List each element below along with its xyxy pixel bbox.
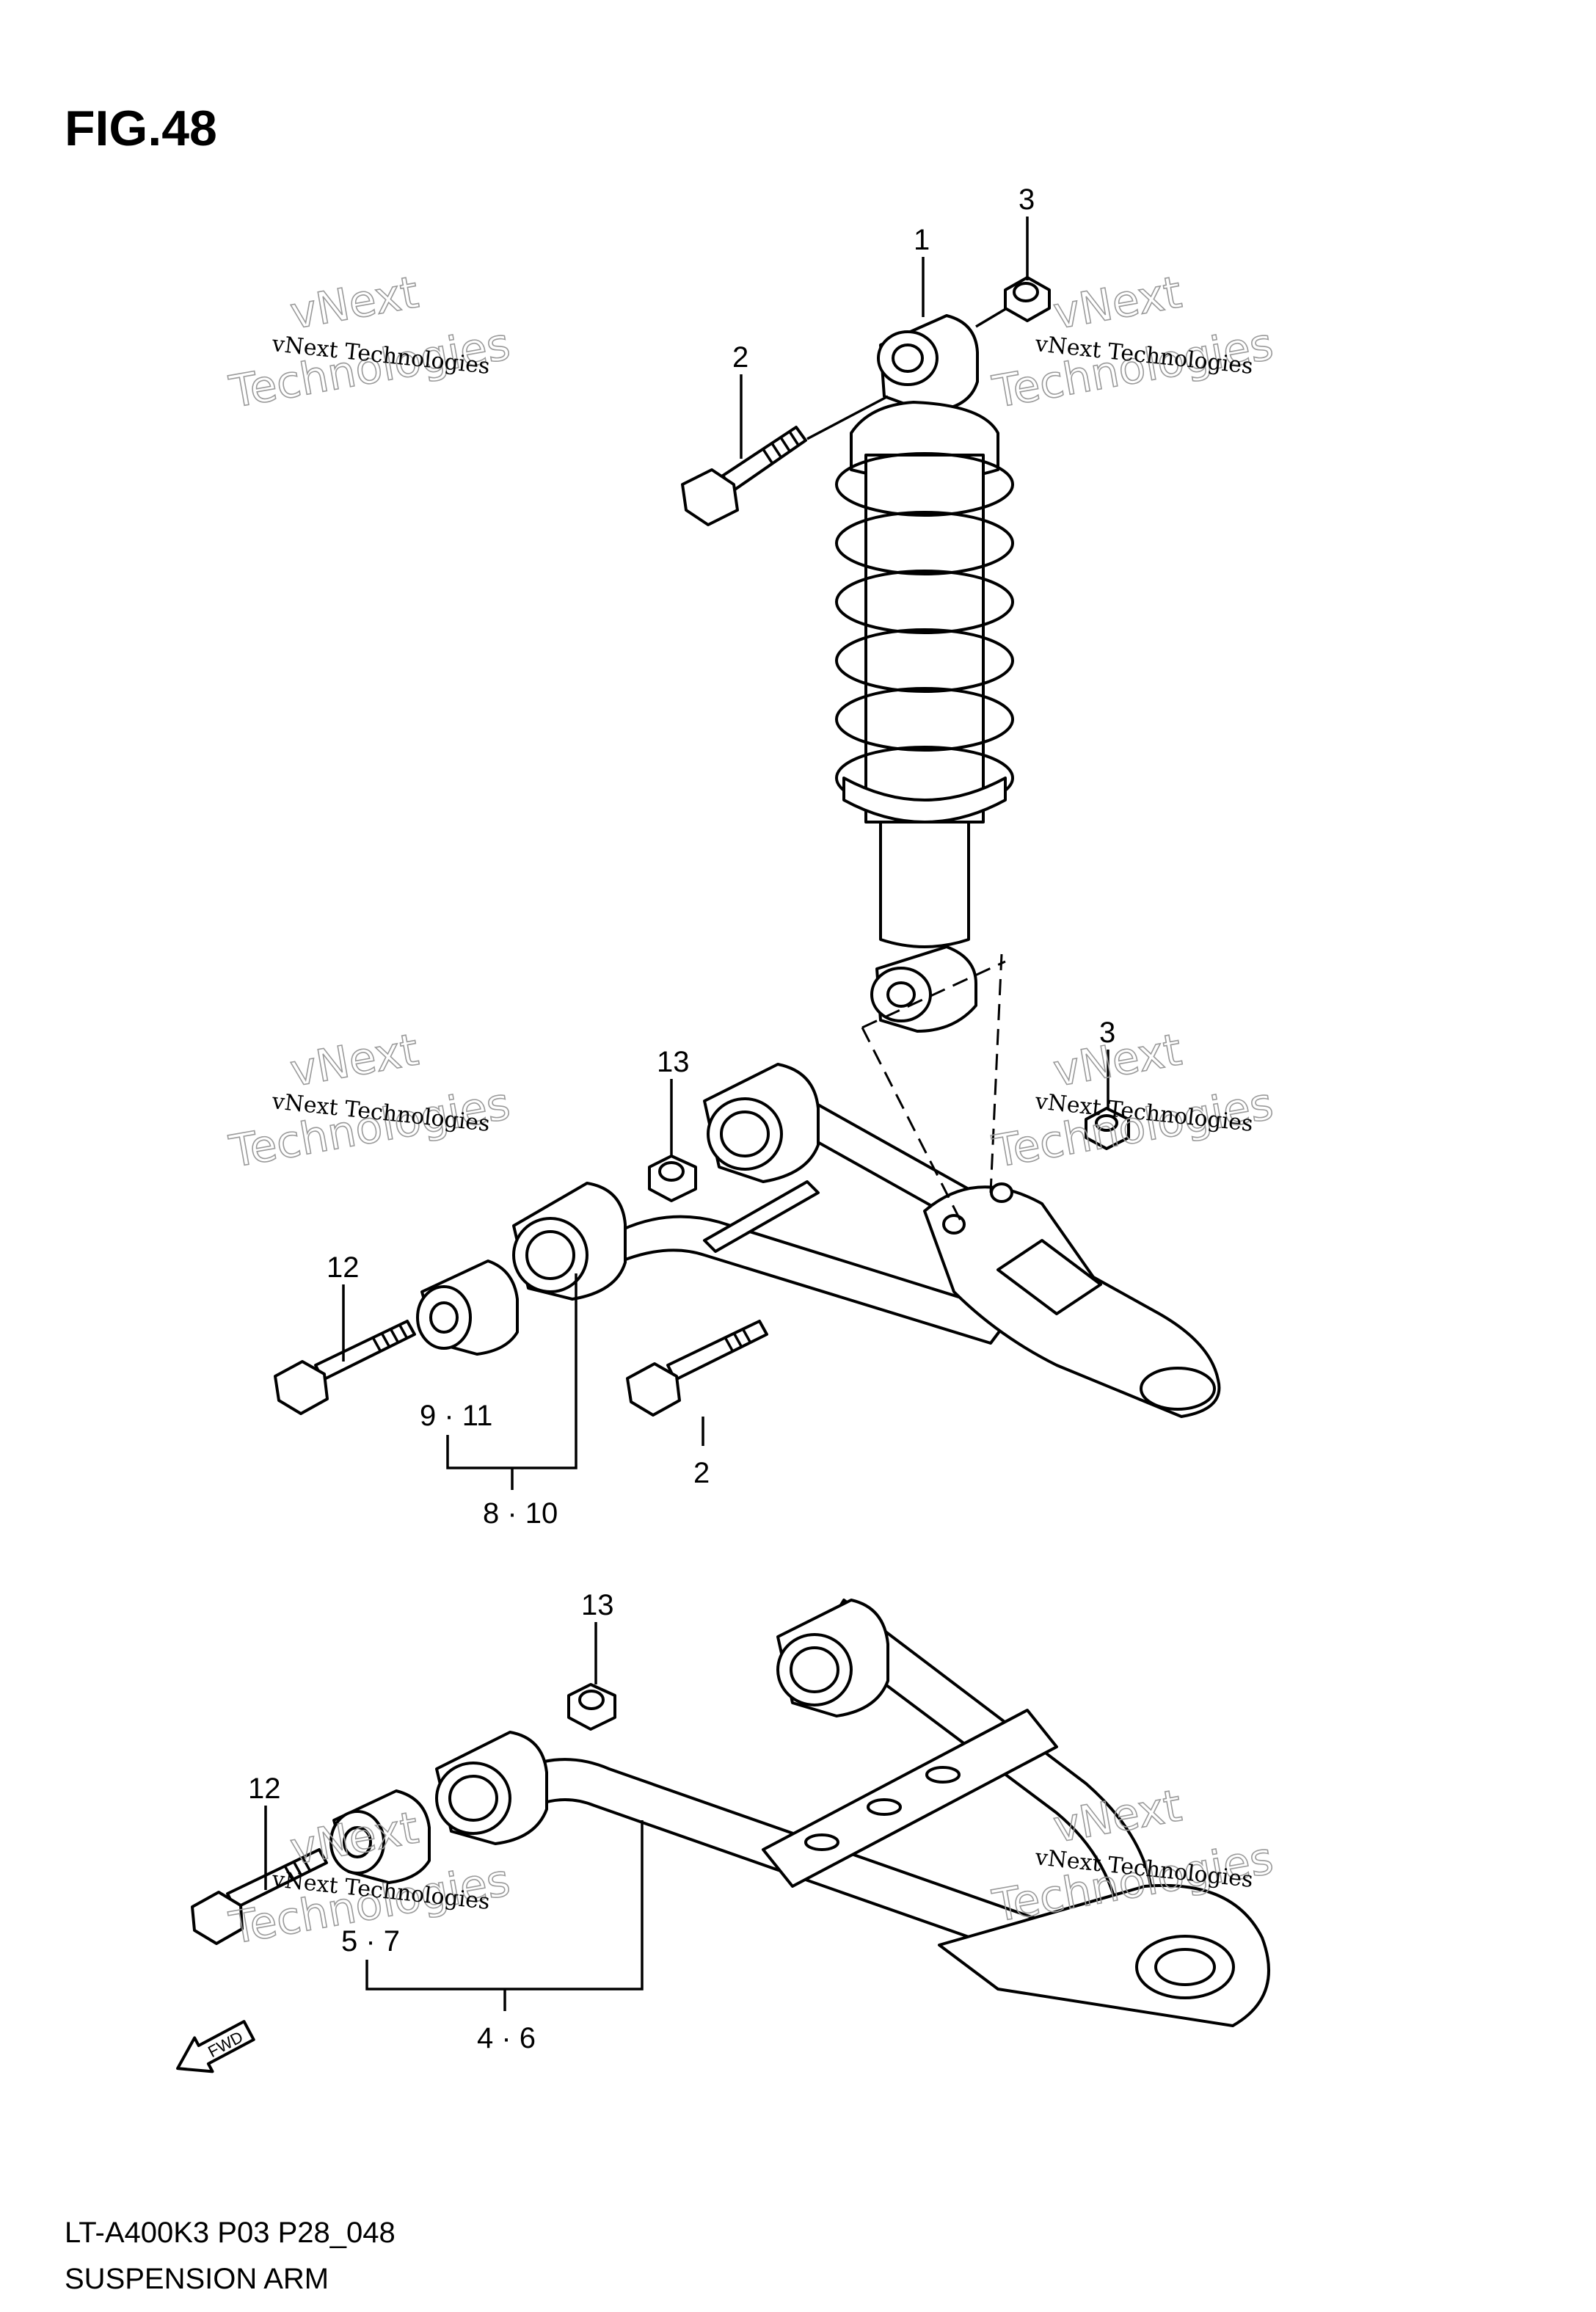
- bushing-upper-arm: [416, 1259, 519, 1356]
- bolt-upper-arm: [274, 1320, 416, 1415]
- callout-8-10: 8 · 10: [483, 1497, 558, 1530]
- shock-absorber: [835, 314, 1014, 1033]
- callout-12-lower: 12: [248, 1773, 281, 1805]
- callout-12-upper: 12: [327, 1251, 360, 1284]
- callout-9-11: 9 · 11: [420, 1400, 492, 1432]
- bolt-mid: [626, 1320, 768, 1417]
- callout-13-lower: 13: [581, 1589, 614, 1621]
- callout-3-mid: 3: [1099, 1017, 1115, 1049]
- figure-title: FIG.48: [65, 101, 217, 156]
- svg-text:vNext: vNext: [286, 1024, 422, 1097]
- diagram-caption: SUSPENSION ARM: [65, 2263, 329, 2295]
- svg-text:vNext: vNext: [1049, 1024, 1185, 1097]
- watermark-3: vNext Technologies vNext Technologies: [225, 1024, 514, 1179]
- callout-leaders: [264, 217, 1109, 2011]
- callout-13-upper: 13: [657, 1046, 690, 1078]
- callout-2-upper: 2: [732, 341, 748, 374]
- callout-4-6: 4 · 6: [477, 2022, 536, 2054]
- watermark-4: vNext Technologies vNext Technologies: [988, 1024, 1278, 1179]
- upper-arm: [512, 1063, 1221, 1418]
- fwd-arrow-icon: FWD: [176, 2020, 255, 2073]
- cap-upper-arm: [648, 1155, 697, 1202]
- cap-lower-arm: [567, 1683, 616, 1731]
- callout-3-upper: 3: [1019, 183, 1035, 216]
- bolt-lower-arm: [191, 1848, 328, 1945]
- upper-bolt: [681, 426, 807, 526]
- bushing-lower-arm: [329, 1789, 431, 1884]
- diagram-code: LT-A400K3 P03 P28_048: [65, 2217, 396, 2249]
- coil-spring: [835, 452, 1014, 810]
- mid-nut: [1085, 1107, 1130, 1150]
- callout-5-7: 5 · 7: [341, 1925, 400, 1957]
- watermark-1: vNext Technologies vNext Technologies: [225, 266, 514, 419]
- svg-text:vNext: vNext: [1049, 266, 1185, 339]
- lower-arm: [435, 1599, 1270, 2027]
- svg-text:vNext: vNext: [286, 266, 422, 339]
- upper-nut: [1004, 276, 1051, 322]
- callout-1: 1: [914, 224, 930, 256]
- callout-2-mid: 2: [693, 1457, 710, 1489]
